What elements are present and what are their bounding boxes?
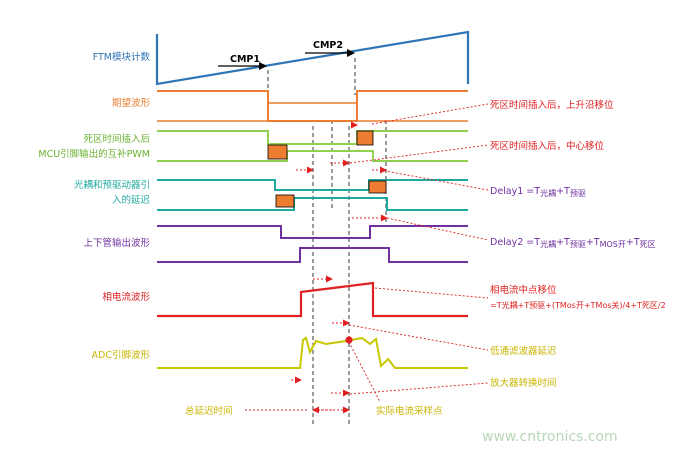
- phase-waveform: [157, 281, 468, 318]
- label-adc: ADC引脚波形: [92, 349, 151, 361]
- label-expected: 期望波形: [112, 97, 151, 109]
- annotation-phase-center: 相电流中点移位: [490, 284, 557, 296]
- label-phase: 相电流波形: [102, 291, 150, 303]
- measure-arrows: [291, 121, 388, 414]
- label-ftm: FTM模块计数: [93, 51, 151, 63]
- leader-lines: [245, 103, 489, 411]
- annotation-delay1: Delay1 =T光耦+T预驱: [490, 186, 586, 198]
- label-updown: 上下管输出波形: [83, 237, 150, 249]
- annotation-rising-shift: 死区时间插入后，上升沿移位: [490, 99, 614, 111]
- annotation-actual-sample: 实际电流采样点: [376, 405, 443, 417]
- cmp2-label: CMP2: [313, 40, 343, 51]
- annotation-total-delay: 总延迟时间: [185, 405, 233, 417]
- deadtime-gap-right: [356, 130, 374, 146]
- reference-lines: [267, 58, 387, 425]
- annotation-lowpass: 低通滤波器延迟: [490, 345, 557, 357]
- optocoupler-waveform: [157, 179, 468, 211]
- watermark: www.cntronics.com: [482, 429, 618, 445]
- delay-gap-left: [275, 194, 295, 208]
- annotation-phase-formula: =T光耦+T预驱+(TMos开+TMos关)/4+T死区/2: [490, 300, 666, 310]
- deadtime-gap-left: [267, 144, 288, 160]
- annotation-amp: 放大器转换时间: [490, 377, 557, 389]
- adc-waveform: [157, 336, 468, 369]
- ftm-waveform: [155, 30, 470, 86]
- label-deadtime-1: 死区时间插入后: [83, 133, 150, 145]
- deadtime-waveform: [157, 130, 468, 162]
- updown-waveform: [157, 225, 468, 263]
- annotation-delay2: Delay2 =T光耦+T预驱+TMOS开+T死区: [490, 237, 656, 249]
- label-deadtime-2: MCU引脚输出的互补PWM: [38, 148, 150, 160]
- delay-gap-right: [368, 180, 387, 194]
- annotation-center-shift: 死区时间插入后，中心移位: [490, 140, 605, 152]
- actual-sample-point: [345, 336, 353, 344]
- label-optocoupler-2: 入的延迟: [112, 194, 151, 206]
- cmp1-label: CMP1: [230, 54, 260, 65]
- label-optocoupler-1: 光耦和预驱动器引: [74, 179, 150, 191]
- expected-waveform: [157, 90, 468, 122]
